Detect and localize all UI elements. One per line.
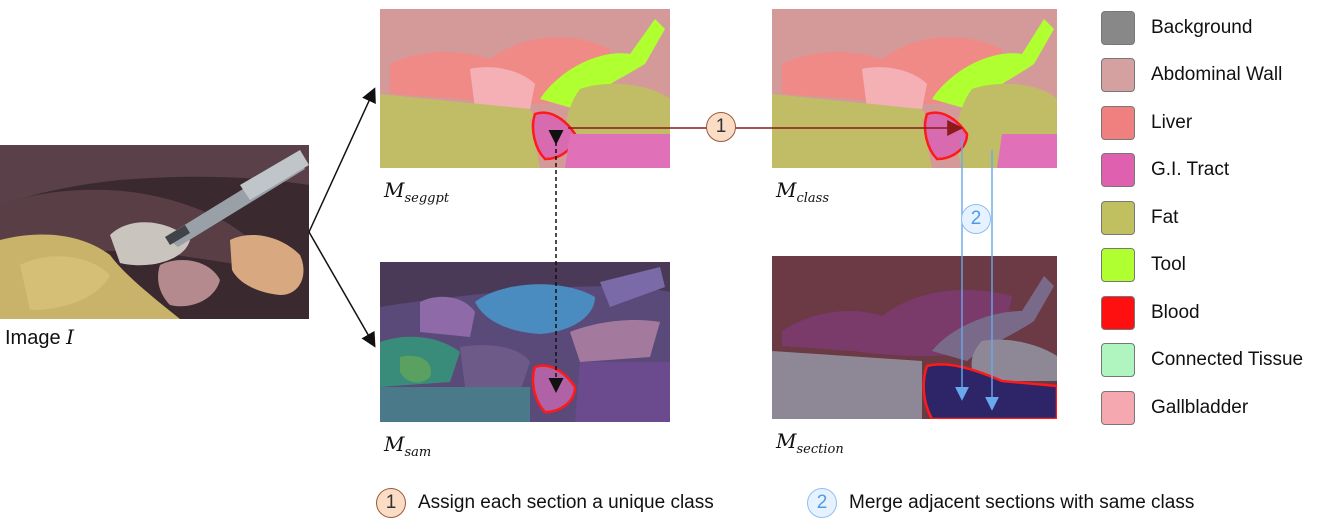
input-variable: I — [66, 325, 75, 349]
legend-swatch — [1101, 200, 1135, 235]
section-mask — [772, 256, 1057, 419]
step-one-badge: 1 — [376, 488, 406, 518]
legend-label: Liver — [1151, 111, 1193, 133]
legend-item: Abdominal Wall — [1101, 52, 1303, 100]
section-label-base: M — [776, 429, 797, 453]
section-label-sub: section — [796, 442, 844, 457]
step-two-caption: 2 Merge adjacent sections with same clas… — [807, 488, 1194, 518]
legend-item: Blood — [1101, 289, 1303, 337]
legend-label: Background — [1151, 16, 1253, 38]
legend-label: Blood — [1151, 301, 1200, 323]
seggpt-label: Mseggpt — [384, 178, 449, 206]
legend-item: Liver — [1101, 99, 1303, 147]
sam-label-sub: sam — [404, 445, 432, 460]
step-one-marker-num: 1 — [715, 116, 727, 137]
input-image-label: Image I — [5, 325, 74, 350]
step-one-marker: 1 — [706, 112, 736, 142]
legend-swatch — [1101, 10, 1135, 45]
legend-item: Fat — [1101, 194, 1303, 242]
arrow-to-seggpt — [308, 87, 376, 233]
step-two-marker: 2 — [961, 204, 991, 234]
legend-item: G.I. Tract — [1101, 147, 1303, 195]
arrow-to-sam — [308, 231, 376, 348]
sam-label: Msam — [384, 432, 431, 460]
seggpt-label-base: M — [384, 178, 405, 202]
step-two-marker-num: 2 — [970, 208, 982, 229]
legend-label: Fat — [1151, 206, 1179, 228]
section-label: Msection — [776, 429, 844, 457]
class-label: Mclass — [776, 178, 829, 206]
seggpt-mask — [380, 9, 670, 168]
legend-swatch — [1101, 248, 1135, 283]
step-two-text: Merge adjacent sections with same class — [849, 492, 1195, 513]
seggpt-label-sub: seggpt — [404, 191, 450, 206]
legend-item: Background — [1101, 4, 1303, 52]
legend-label: Abdominal Wall — [1151, 64, 1283, 86]
sam-label-base: M — [384, 432, 405, 456]
legend-swatch — [1101, 390, 1135, 425]
legend-swatch — [1101, 153, 1135, 188]
step-one-caption: 1 Assign each section a unique class — [376, 488, 714, 518]
legend-item: Tool — [1101, 242, 1303, 290]
legend-swatch — [1101, 295, 1135, 330]
class-label-sub: class — [796, 191, 830, 206]
input-image — [0, 145, 309, 319]
step-one-badge-num: 1 — [385, 492, 397, 513]
step-two-badge: 2 — [807, 488, 837, 518]
class-label-base: M — [776, 178, 797, 202]
sam-mask — [380, 262, 670, 422]
legend-item: Connected Tissue — [1101, 337, 1303, 385]
legend-item: Gallbladder — [1101, 384, 1303, 432]
legend-swatch — [1101, 58, 1135, 93]
legend-label: Connected Tissue — [1151, 349, 1304, 371]
legend-swatch — [1101, 105, 1135, 140]
legend-swatch — [1101, 343, 1135, 378]
legend-label: Tool — [1151, 254, 1186, 276]
step-one-text: Assign each section a unique class — [418, 492, 714, 513]
step-two-badge-num: 2 — [816, 492, 828, 513]
legend-label: Gallbladder — [1151, 396, 1249, 418]
legend-label: G.I. Tract — [1151, 159, 1230, 181]
input-label-text: Image — [5, 327, 61, 349]
